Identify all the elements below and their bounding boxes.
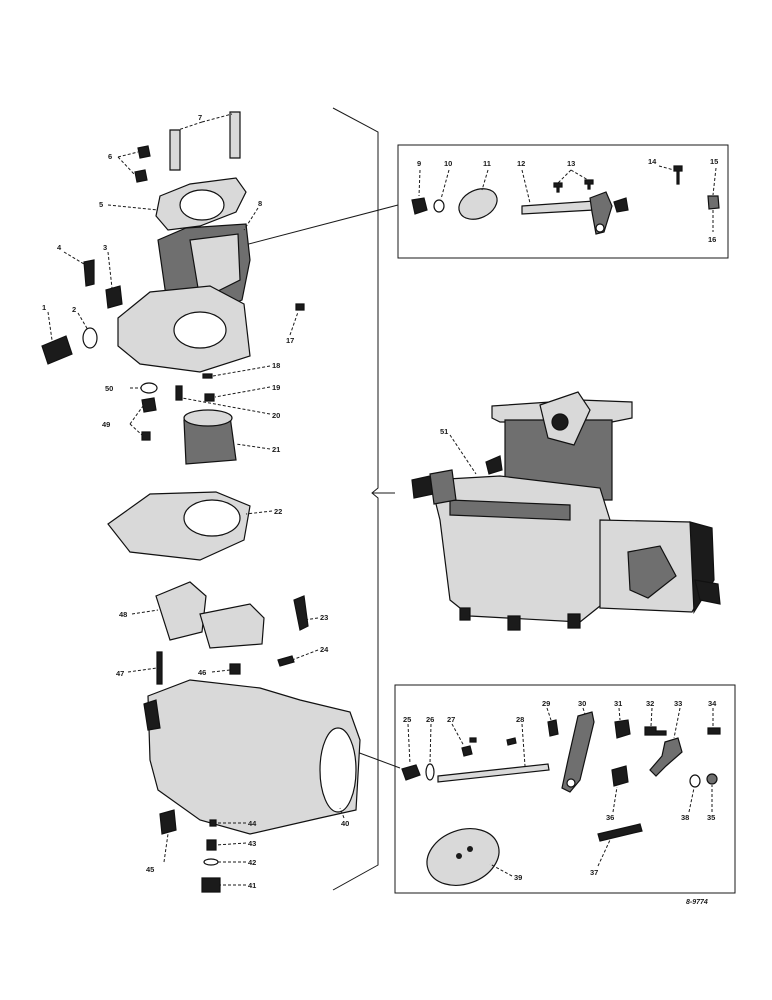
callout-36: 36 [606,813,614,822]
callout-29: 29 [542,699,550,708]
callout-32: 32 [646,699,654,708]
callout-18: 18 [272,361,280,370]
detail-box-top [171,144,729,265]
exploded-parts [41,111,361,893]
callout-43: 43 [248,839,256,848]
callout-15: 15 [710,157,718,166]
callout-31: 31 [614,699,622,708]
callout-34: 34 [708,699,717,708]
callout-48: 48 [119,610,127,619]
callout-28: 28 [516,715,524,724]
callout-21: 21 [272,445,280,454]
callout-5: 5 [99,200,103,209]
callout-33: 33 [674,699,682,708]
callout-17: 17 [286,336,294,345]
callout-42: 42 [248,858,256,867]
callout-16: 16 [708,235,716,244]
callout-41: 41 [248,881,256,890]
callout-14: 14 [648,157,657,166]
callout-45: 45 [146,865,154,874]
callout-9: 9 [417,159,421,168]
callout-51: 51 [440,427,448,436]
callout-12: 12 [517,159,525,168]
callout-3: 3 [103,243,107,252]
callout-44: 44 [248,819,257,828]
callout-10: 10 [444,159,452,168]
callout-38: 38 [681,813,689,822]
callout-49: 49 [102,420,110,429]
reference-code: 8-9774 [686,899,708,906]
callout-50: 50 [105,384,113,393]
callout-30: 30 [578,699,586,708]
callout-4: 4 [57,243,62,252]
callout-46: 46 [198,668,206,677]
callout-27: 27 [447,715,455,724]
assembled-carburetor [411,391,721,631]
callout-47: 47 [116,669,124,678]
callout-37: 37 [590,868,598,877]
callout-35: 35 [707,813,715,822]
callout-22: 22 [274,507,282,516]
callout-39: 39 [514,873,522,882]
callout-25: 25 [403,715,411,724]
callout-11: 11 [483,159,491,168]
callout-1: 1 [42,303,46,312]
detail-box-bottom [291,684,736,894]
callout-26: 26 [426,715,434,724]
callout-23: 23 [320,613,328,622]
callout-40: 40 [341,819,349,828]
callout-8: 8 [258,199,262,208]
callout-20: 20 [272,411,280,420]
callout-2: 2 [72,305,76,314]
callout-labels: 1 2 3 4 5 6 7 8 9 10 11 12 13 14 15 16 1… [42,113,718,890]
bracket-line [332,107,395,891]
callout-24: 24 [320,645,329,654]
callout-13: 13 [567,159,575,168]
callout-6: 6 [108,152,112,161]
callout-19: 19 [272,383,280,392]
callout-7: 7 [198,113,202,122]
